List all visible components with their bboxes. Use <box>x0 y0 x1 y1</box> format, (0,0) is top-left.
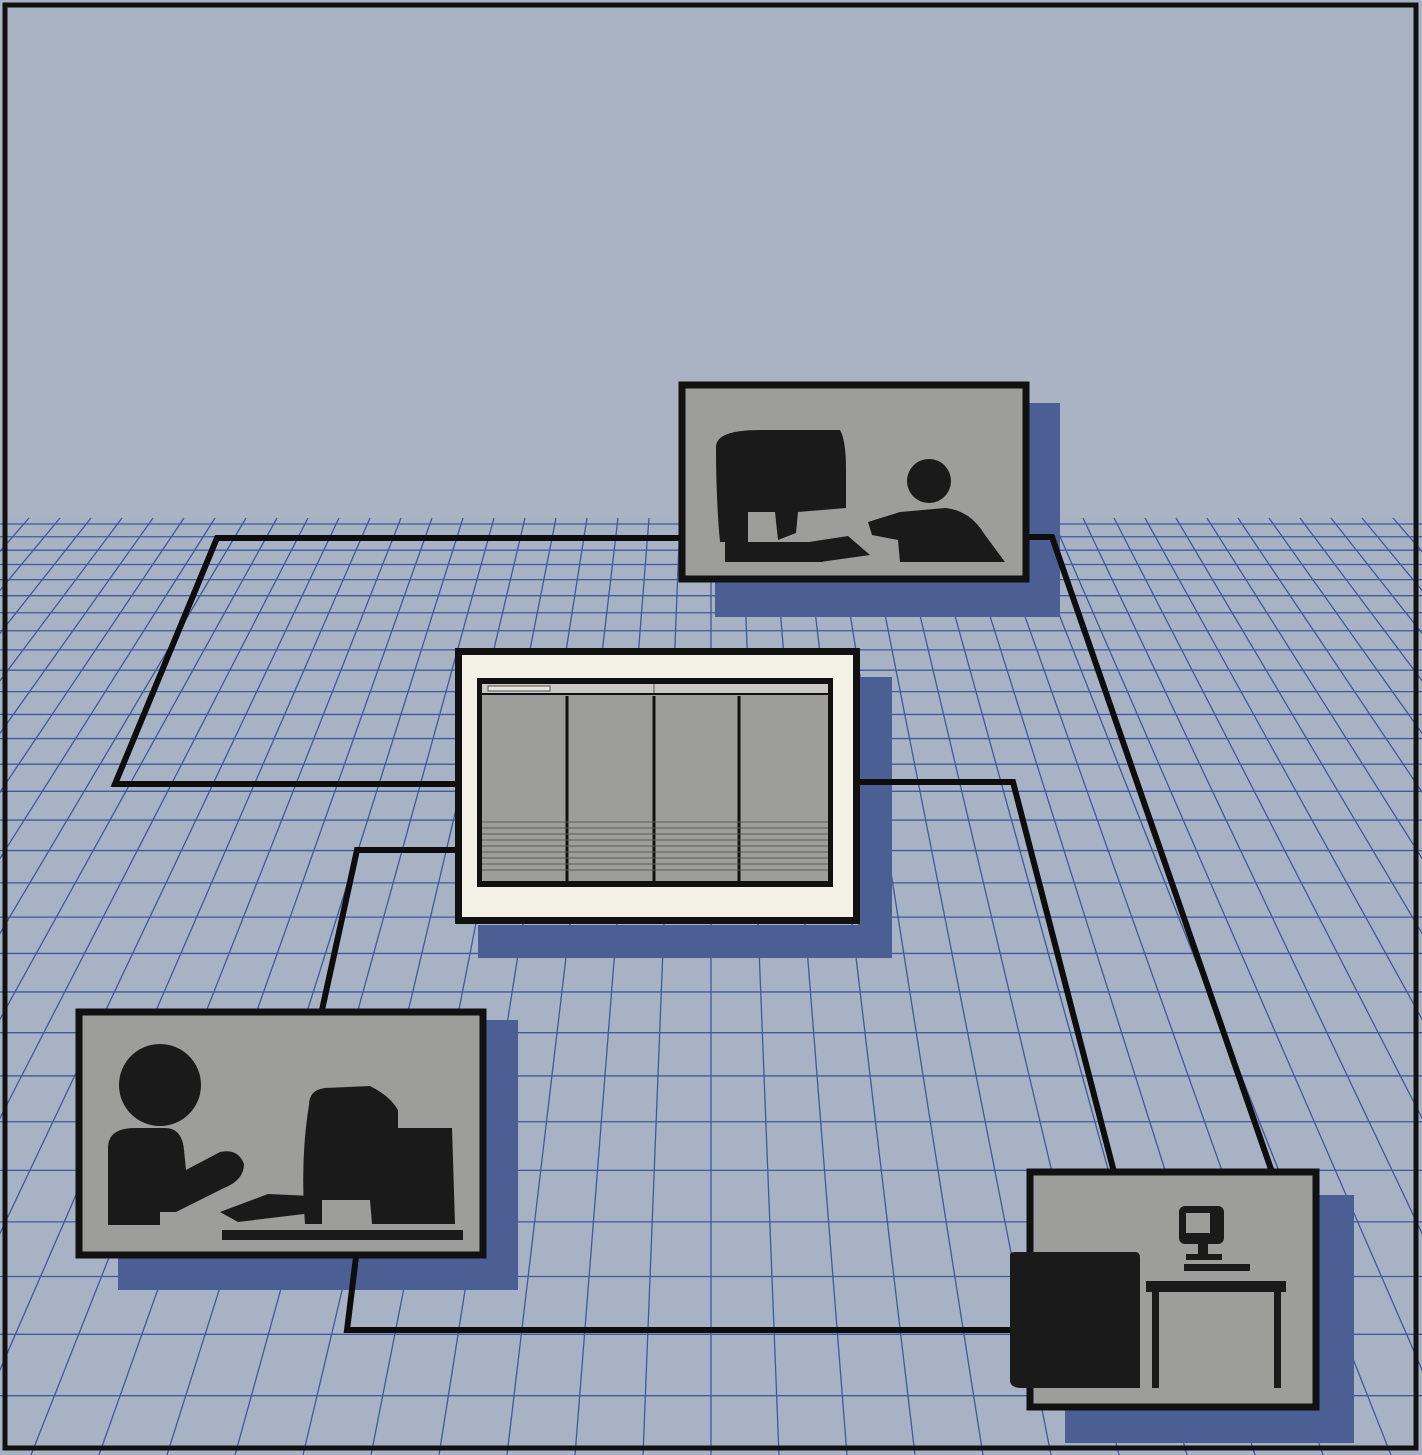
active-tab <box>488 686 550 691</box>
node-workstation-top <box>682 385 1026 579</box>
node-central-spreadsheet <box>455 648 860 924</box>
node-workstation-left <box>79 1012 483 1255</box>
node-file-server <box>1010 1172 1316 1407</box>
